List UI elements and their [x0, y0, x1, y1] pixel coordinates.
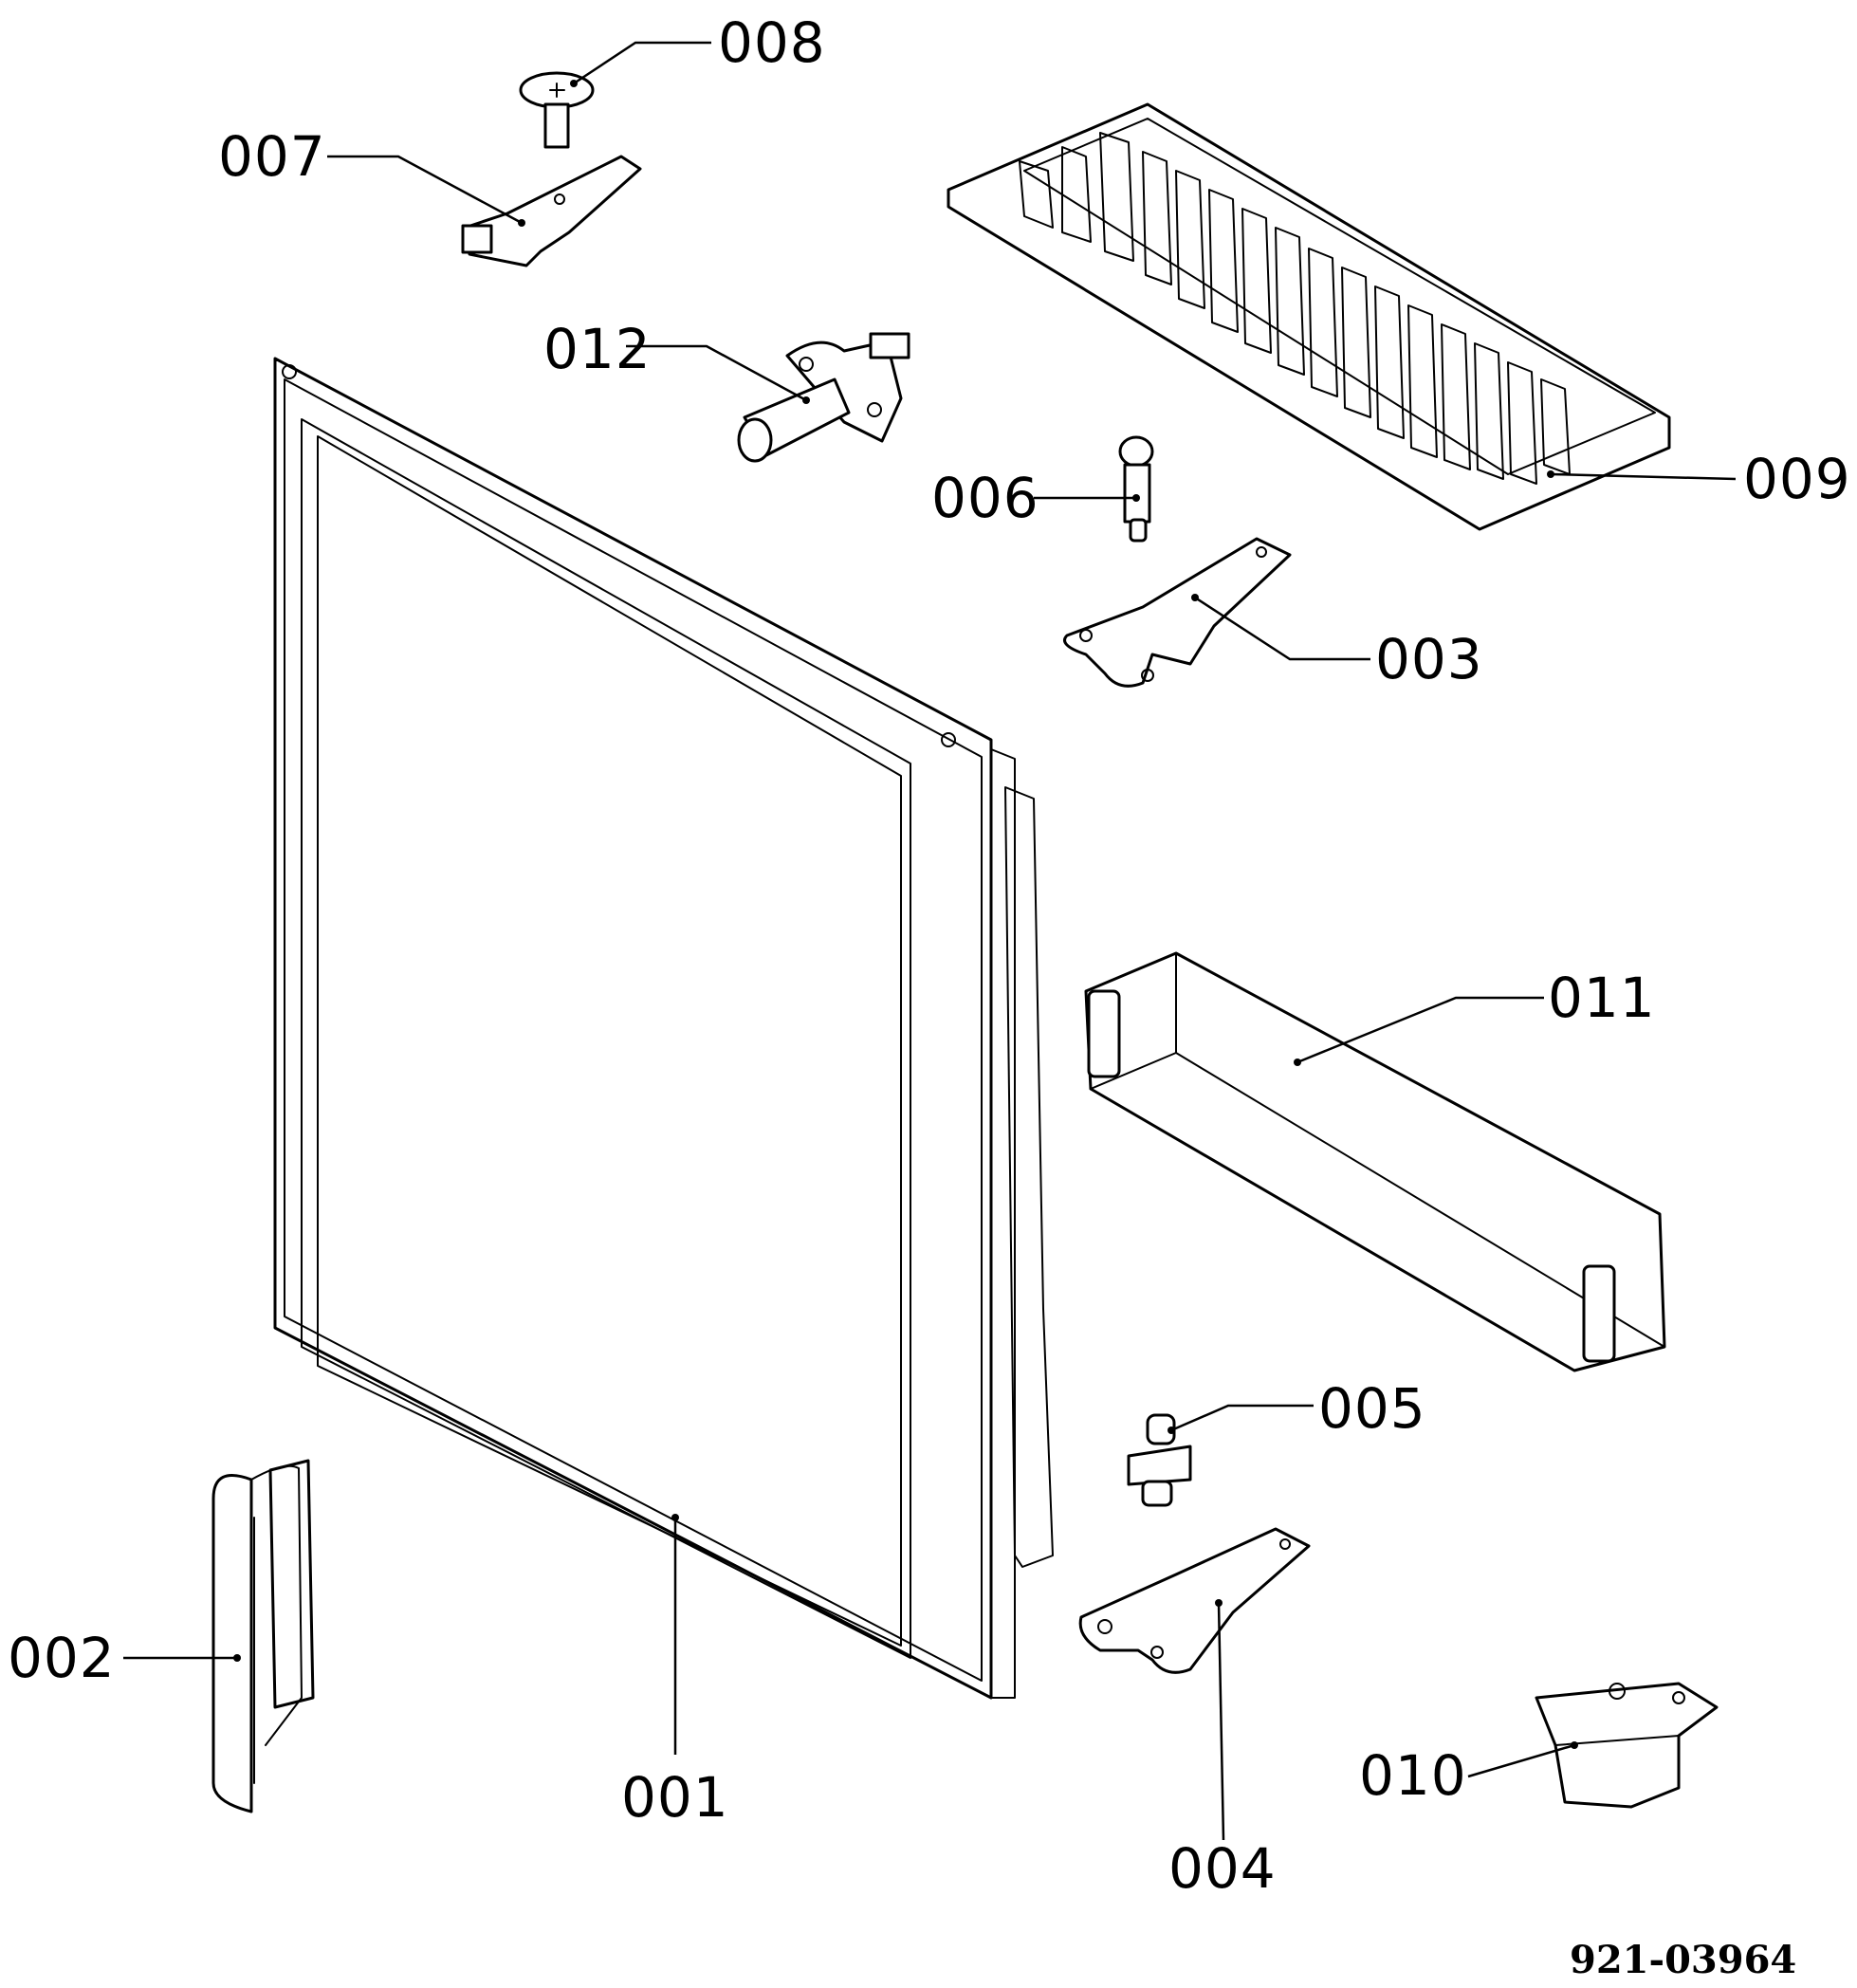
- label-002: 002: [8, 1626, 116, 1690]
- part-002-handle: [211, 1459, 315, 1813]
- label-008: 008: [718, 10, 826, 75]
- part-009-grille: [947, 102, 1671, 531]
- label-011: 011: [1548, 966, 1656, 1030]
- leader-008: [573, 41, 711, 85]
- part-007-bracket: [461, 155, 642, 267]
- leader-003: [1194, 596, 1370, 661]
- part-012-lock: [737, 332, 910, 463]
- part-005-pin: [1127, 1413, 1192, 1507]
- part-011-shelf: [1084, 951, 1666, 1372]
- leader-010: [1467, 1743, 1575, 1778]
- label-003: 003: [1375, 627, 1483, 691]
- leader-009: [1550, 472, 1737, 481]
- leader-lines: [123, 41, 1737, 1841]
- label-012: 012: [543, 317, 652, 381]
- label-005: 005: [1318, 1376, 1426, 1441]
- label-006: 006: [931, 466, 1039, 530]
- label-009: 009: [1743, 447, 1851, 511]
- leader-007: [327, 155, 523, 225]
- label-001: 001: [621, 1765, 729, 1830]
- leader-005: [1170, 1404, 1314, 1432]
- part-001-door: [273, 357, 1054, 1700]
- label-007: 007: [218, 124, 326, 189]
- part-008-screw: [519, 71, 595, 149]
- part-006-bolt: [1118, 435, 1154, 543]
- leader-011: [1296, 996, 1544, 1064]
- part-004-hinge: [1078, 1527, 1311, 1674]
- leader-004: [1217, 1602, 1225, 1841]
- part-010-cup: [1535, 1682, 1719, 1809]
- label-004: 004: [1168, 1836, 1277, 1901]
- label-010: 010: [1359, 1743, 1467, 1808]
- leader-012: [626, 344, 807, 402]
- part-003-hinge: [1063, 537, 1292, 688]
- document-number: 921-03964: [1570, 1938, 1796, 1982]
